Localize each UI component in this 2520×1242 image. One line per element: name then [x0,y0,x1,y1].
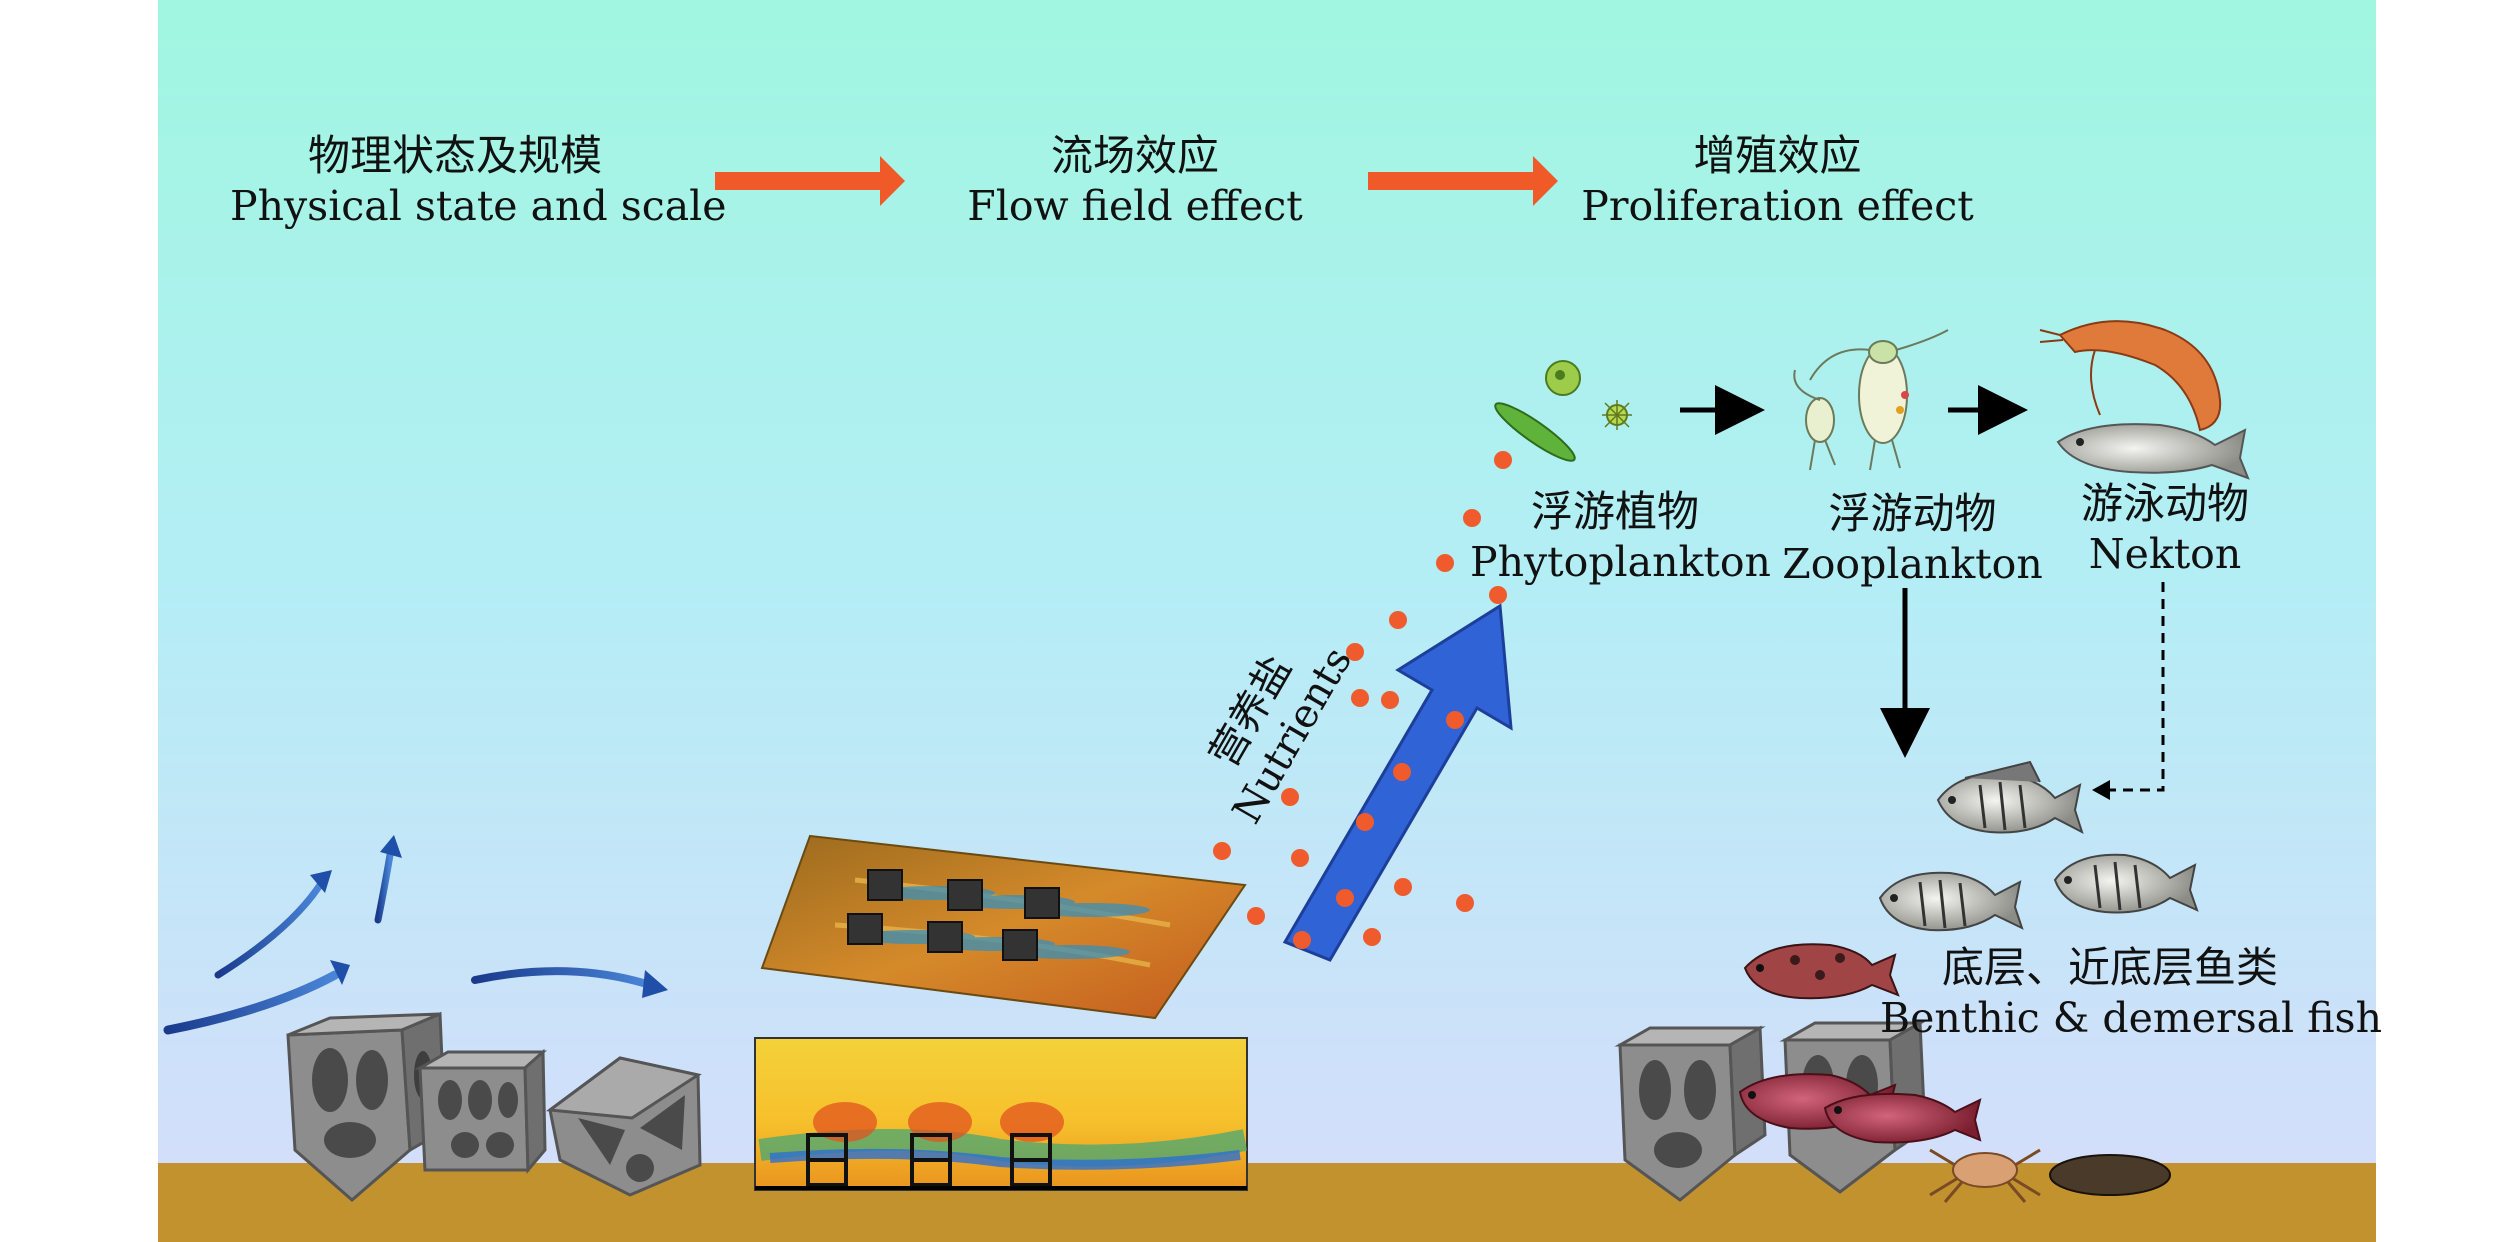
stage-title-flow: 流场效应 Flow field effect [960,130,1310,231]
stage-arrow-1 [715,156,905,206]
stage-title-physical-en: Physical state and scale [230,182,727,231]
label-zooplankton: 浮游动物 Zooplankton [1780,488,2045,589]
stage-title-physical-zh: 物理状态及规模 [307,131,602,180]
stage-title-proliferation: 增殖效应 Proliferation effect [1565,130,1990,231]
reef-red-fish [1738,1073,1982,1144]
label-benthic-fish: 底层、近底层鱼类 Benthic & demersal fish [1880,942,2382,1043]
nekton-fish-icon [2056,423,2250,480]
stage-title-physical: 物理状态及规模 Physical state and scale [230,130,727,231]
flow-field-plan [760,834,1247,1020]
label-benthic-fish-en: Benthic & demersal fish [1880,994,2382,1043]
label-phytoplankton-zh: 浮游植物 [1530,487,1699,536]
label-zooplankton-en: Zooplankton [1782,540,2043,589]
label-phytoplankton: 浮游植物 Phytoplankton [1470,486,1771,587]
flow-arrows [163,835,668,1035]
reef-cube-4 [1614,1025,1767,1202]
sea-cucumber-icon [2049,1154,2171,1196]
reef-cube-1 [286,1011,447,1202]
phytoplankton-icon [1494,360,1632,462]
nutrient-arrow [1282,603,1513,962]
reef-cube-3 [545,1056,702,1197]
label-nekton: 游泳动物 Nekton [2060,478,2270,579]
label-benthic-fish-zh: 底层、近底层鱼类 [1941,943,2278,992]
dashed-arrow-nekton-to-benthic [2100,582,2165,792]
shrimp-icon [2039,320,2222,432]
seabed [158,1163,2376,1242]
benthic-fish-group [1743,760,2199,1000]
stage-title-flow-zh: 流场效应 [1050,131,1219,180]
label-zooplankton-zh: 浮游动物 [1828,489,1997,538]
label-nekton-zh: 游泳动物 [2080,479,2249,528]
reef-cube-2 [414,1048,547,1174]
zooplankton-icon [1793,329,1949,471]
water-background [158,0,2376,1242]
label-phytoplankton-en: Phytoplankton [1470,538,1771,587]
stage-title-flow-en: Flow field effect [967,182,1303,231]
label-nekton-en: Nekton [2088,530,2242,579]
stage-title-proliferation-en: Proliferation effect [1581,182,1974,231]
stage-arrow-2 [1368,156,1558,206]
dashed-arrow-head [2092,780,2110,800]
flow-field-section [754,1037,1248,1191]
stage-title-proliferation-zh: 增殖效应 [1693,131,1862,180]
crab-icon [1929,1148,2041,1203]
nutrient-dots [1213,451,1512,949]
